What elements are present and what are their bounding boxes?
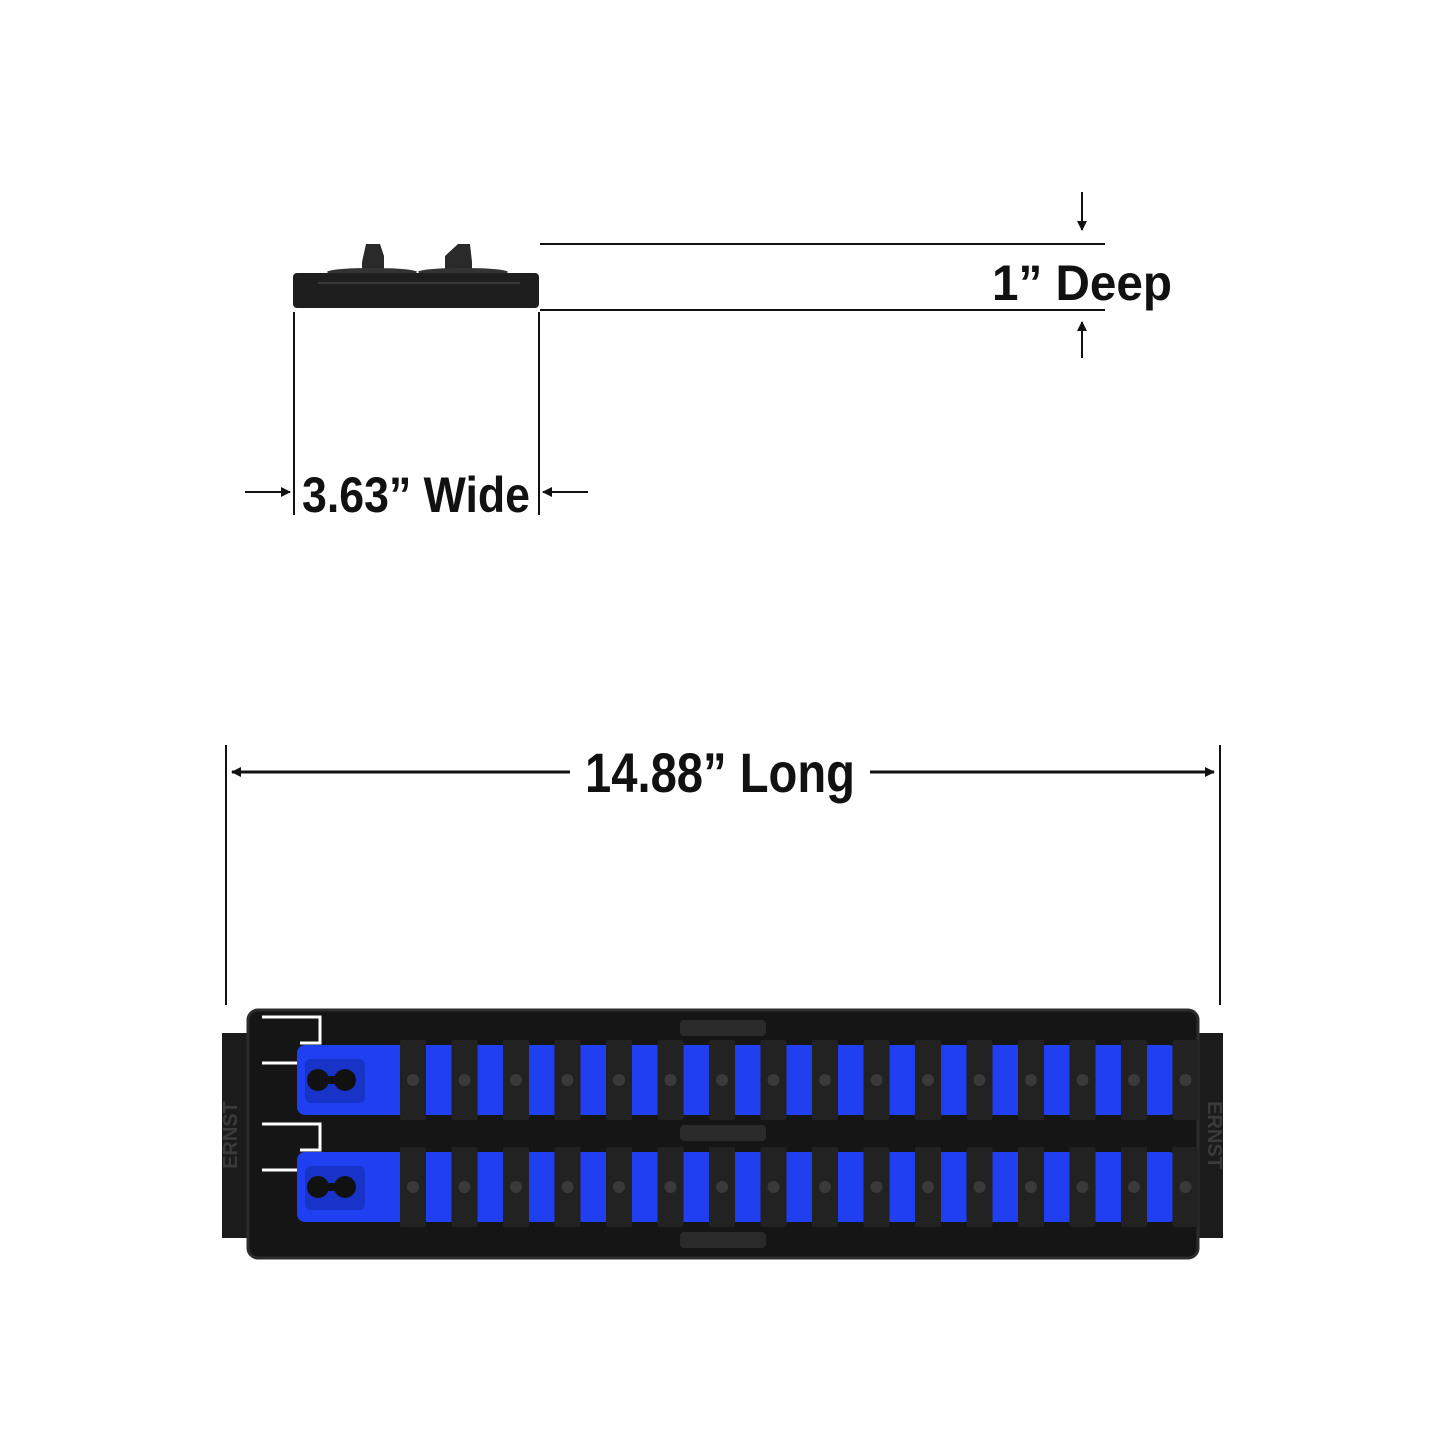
- brand-logo-right: ERNST: [1203, 1101, 1225, 1169]
- socket-clip[interactable]: [1121, 1040, 1147, 1120]
- socket-clip[interactable]: [1018, 1040, 1044, 1120]
- socket-clip[interactable]: [915, 1040, 941, 1120]
- socket-clip[interactable]: [554, 1040, 581, 1120]
- width-dimension: 3.63” Wide: [245, 312, 588, 523]
- socket-clip[interactable]: [915, 1147, 941, 1227]
- socket-clip[interactable]: [1121, 1147, 1147, 1227]
- rail-body: [297, 1045, 1177, 1115]
- socket-clip[interactable]: [812, 1147, 838, 1227]
- tray-top-view: ERNST ERNST: [220, 1008, 1225, 1260]
- socket-clip[interactable]: [709, 1040, 735, 1120]
- socket-clip[interactable]: [657, 1040, 684, 1120]
- depth-dimension: 1” Deep: [540, 192, 1172, 358]
- length-dimension: 14.88” Long: [225, 741, 1221, 1005]
- socket-rail: [262, 1015, 1199, 1120]
- socket-clip[interactable]: [606, 1147, 632, 1227]
- socket-clip[interactable]: [451, 1040, 478, 1120]
- socket-clip[interactable]: [863, 1040, 890, 1120]
- socket-clip[interactable]: [1069, 1040, 1096, 1120]
- socket-clip[interactable]: [1172, 1147, 1199, 1227]
- socket-clip[interactable]: [863, 1147, 890, 1227]
- socket-clip[interactable]: [503, 1147, 529, 1227]
- socket-clip[interactable]: [606, 1040, 632, 1120]
- socket-clip[interactable]: [760, 1147, 787, 1227]
- width-label: 3.63” Wide: [302, 467, 530, 523]
- socket-clip[interactable]: [451, 1147, 478, 1227]
- socket-clip[interactable]: [709, 1147, 735, 1227]
- rail-body: [297, 1152, 1177, 1222]
- socket-clip[interactable]: [966, 1147, 993, 1227]
- socket-clip[interactable]: [554, 1147, 581, 1227]
- socket-clip[interactable]: [760, 1040, 787, 1120]
- brand-logo-left: ERNST: [220, 1101, 242, 1169]
- socket-clip[interactable]: [1069, 1147, 1096, 1227]
- depth-label: 1” Deep: [992, 255, 1172, 311]
- socket-clip[interactable]: [966, 1040, 993, 1120]
- socket-clip[interactable]: [657, 1147, 684, 1227]
- socket-clip[interactable]: [1172, 1040, 1199, 1120]
- tray-side-profile: [293, 244, 539, 308]
- socket-clip[interactable]: [400, 1040, 426, 1120]
- socket-clip[interactable]: [503, 1040, 529, 1120]
- socket-clip[interactable]: [1018, 1147, 1044, 1227]
- socket-clip[interactable]: [812, 1040, 838, 1120]
- socket-clip[interactable]: [400, 1147, 426, 1227]
- socket-rail: [262, 1122, 1199, 1227]
- length-label: 14.88” Long: [585, 741, 855, 804]
